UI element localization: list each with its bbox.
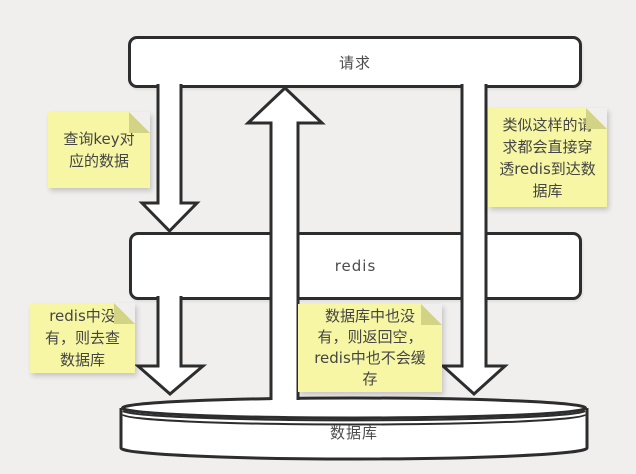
- database-label: 数据库: [329, 424, 378, 442]
- note-redis-miss-text: redis中没 有，则去查 数据库: [44, 307, 120, 369]
- note-db-miss: 数据库中也没 有，则返回空， redis中也不会缓 存: [298, 304, 442, 392]
- note-penetrate-text: 类似这样的请 求都会直接穿 透redis到达数 据库: [499, 115, 596, 200]
- request-label: 请求: [338, 53, 371, 72]
- redis-box: redis: [129, 232, 582, 300]
- arrow-request-to-redis: [138, 84, 201, 234]
- note-redis-miss: redis中没 有，则去查 数据库: [30, 303, 135, 373]
- note-query-key-text: 查询key对 应的数据: [63, 130, 135, 170]
- note-query-key: 查询key对 应的数据: [48, 112, 150, 188]
- redis-label: redis: [334, 257, 377, 275]
- note-db-miss-text: 数据库中也没 有，则返回空， redis中也不会缓 存: [314, 307, 426, 388]
- note-penetrate: 类似这样的请 求都会直接穿 透redis到达数 据库: [488, 108, 607, 207]
- request-box: 请求: [128, 36, 582, 88]
- arrow-redis-to-database: [134, 296, 208, 396]
